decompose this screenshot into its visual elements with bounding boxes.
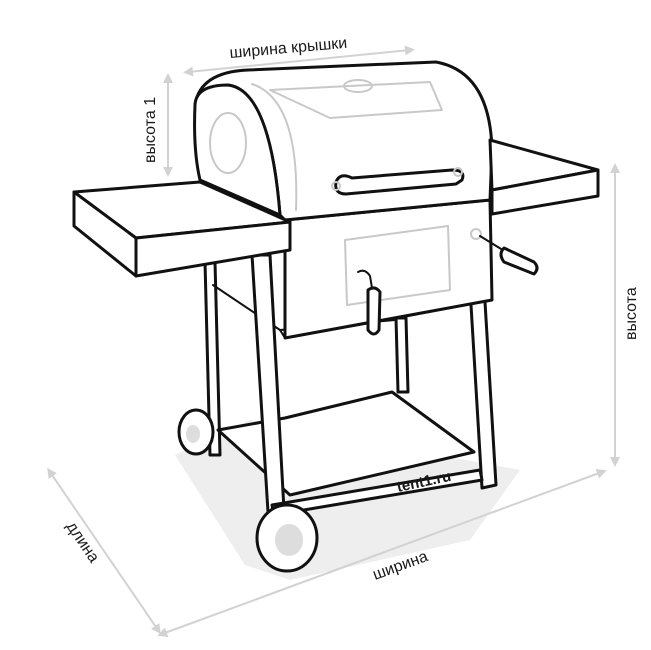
- length-label: длина: [63, 519, 103, 566]
- thermometer: [343, 79, 373, 93]
- lid-side-panel: [193, 83, 282, 217]
- lid-handle-left-bolt: [331, 181, 341, 191]
- right-side-table-front: [490, 168, 600, 216]
- left-side-table-side: [72, 190, 138, 278]
- ash-door-hook: [357, 269, 373, 289]
- ash-door-handle: [366, 286, 382, 336]
- lid-width-arrow: [183, 45, 415, 77]
- front-wheel-hub: [275, 524, 303, 556]
- rear-right-leg: [394, 316, 410, 394]
- lid-inner-border: [251, 83, 298, 211]
- height-1-label: высота 1: [142, 97, 159, 163]
- dimension-arrows: [47, 45, 620, 637]
- lid-side-vent: [209, 112, 247, 174]
- lid-handle-right-bolt: [453, 167, 463, 177]
- side-crank-hub: [470, 228, 482, 240]
- back-wheel-hub: [186, 425, 200, 443]
- ash-door: [344, 225, 451, 306]
- lid-top-panel: [269, 81, 443, 119]
- side-crank-handle: [499, 246, 539, 276]
- firebox-bottom: [279, 299, 493, 339]
- height-label: высота: [623, 287, 640, 340]
- firebox-body: [283, 198, 494, 340]
- grill-illustration: tent1.ru: [72, 60, 600, 573]
- width-arrow: [157, 469, 607, 637]
- length-arrow: [47, 467, 161, 635]
